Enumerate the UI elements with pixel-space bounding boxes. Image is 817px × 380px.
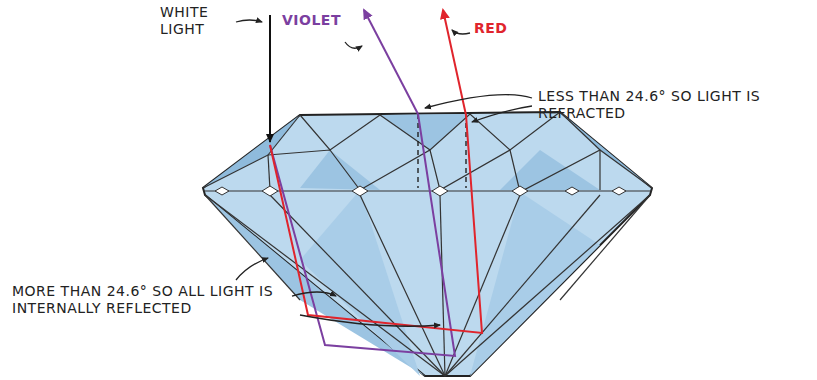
angle-note: MORE THAN 24.6° SO ALL LIGHT IS INTERNAL…: [12, 283, 297, 317]
ray-label: RED: [474, 20, 524, 37]
light-label: WHITE LIGHT: [160, 4, 232, 38]
ray-label: VIOLET: [282, 12, 362, 29]
angle-note: LESS THAN 24.6° SO LIGHT IS REFRACTED: [538, 88, 800, 122]
